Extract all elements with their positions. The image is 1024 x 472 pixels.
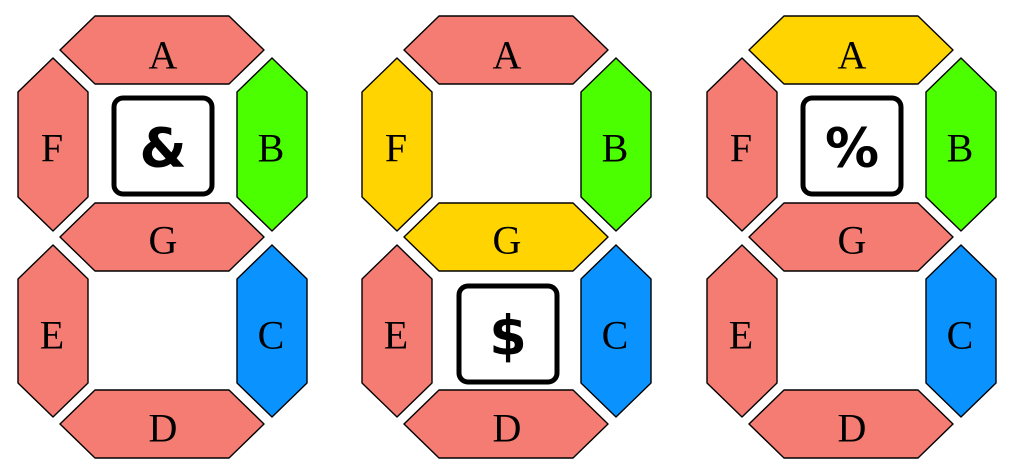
segment-c: C — [925, 244, 997, 418]
segment-a-shape — [403, 15, 609, 85]
segment-a-label: A — [838, 33, 867, 78]
segment-b-label: B — [602, 126, 629, 171]
segment-e: E — [706, 244, 778, 418]
symbol-box: $ — [456, 283, 560, 385]
symbol-box-frame — [111, 95, 215, 197]
symbol-box-frame — [456, 283, 560, 385]
segment-c-shape — [580, 244, 652, 418]
segment-b: B — [580, 57, 652, 232]
segment-f-shape — [706, 57, 778, 232]
segment-d: D — [59, 389, 265, 459]
segment-f-shape — [361, 57, 433, 232]
segment-b-shape — [236, 57, 308, 232]
segment-d-shape — [59, 389, 265, 459]
segment-d-shape — [403, 389, 609, 459]
segment-d-label: D — [838, 406, 867, 451]
segment-g-label: G — [149, 218, 178, 263]
segment-c-label: C — [258, 313, 285, 358]
segment-c-shape — [236, 244, 308, 418]
segment-e-label: E — [729, 313, 753, 358]
segment-g: G — [748, 202, 954, 272]
symbol-box: % — [800, 95, 904, 197]
segment-g-label: G — [493, 218, 522, 263]
segment-e-shape — [17, 244, 89, 418]
segment-f-shape — [17, 57, 89, 232]
segment-g-label: G — [838, 218, 867, 263]
symbol-glyph: $ — [489, 305, 527, 368]
segment-c-label: C — [947, 313, 974, 358]
segment-d-shape — [748, 389, 954, 459]
segment-c: C — [580, 244, 652, 418]
segment-a: A — [403, 15, 609, 85]
segment-b: B — [925, 57, 997, 232]
segment-c: C — [236, 244, 308, 418]
segment-a: A — [59, 15, 265, 85]
segment-f: F — [706, 57, 778, 232]
digit-3: A B C D E F G% — [706, 15, 997, 459]
segment-f-label: F — [730, 126, 752, 171]
segment-f-label: F — [41, 126, 63, 171]
segment-a-label: A — [149, 33, 178, 78]
segment-g-shape — [403, 202, 609, 272]
symbol-box-frame — [800, 95, 904, 197]
segment-d: D — [403, 389, 609, 459]
segment-g: G — [403, 202, 609, 272]
symbol-box: & — [111, 95, 215, 197]
symbol-glyph: & — [139, 117, 186, 180]
digit-2: A B C D E F G $ — [361, 15, 652, 459]
segment-d-label: D — [149, 406, 178, 451]
segment-e: E — [17, 244, 89, 418]
segment-e-label: E — [384, 313, 408, 358]
segment-b-label: B — [947, 126, 974, 171]
symbol-glyph: % — [825, 117, 879, 180]
segment-f: F — [361, 57, 433, 232]
segment-g-shape — [59, 202, 265, 272]
segment-c-label: C — [602, 313, 629, 358]
segment-a-label: A — [493, 33, 522, 78]
segment-a-shape — [59, 15, 265, 85]
segment-e-label: E — [40, 313, 64, 358]
segment-d-label: D — [493, 406, 522, 451]
segment-f: F — [17, 57, 89, 232]
digit-1: A B C D E F G & — [17, 15, 308, 459]
segment-g-shape — [748, 202, 954, 272]
segment-c-shape — [925, 244, 997, 418]
segment-b-label: B — [258, 126, 285, 171]
segment-f-label: F — [385, 126, 407, 171]
segment-e-shape — [706, 244, 778, 418]
segment-b: B — [236, 57, 308, 232]
segment-e-shape — [361, 244, 433, 418]
segment-a: A — [748, 15, 954, 85]
segment-b-shape — [580, 57, 652, 232]
segment-g: G — [59, 202, 265, 272]
segment-a-shape — [748, 15, 954, 85]
segment-d: D — [748, 389, 954, 459]
segment-b-shape — [925, 57, 997, 232]
segment-e: E — [361, 244, 433, 418]
